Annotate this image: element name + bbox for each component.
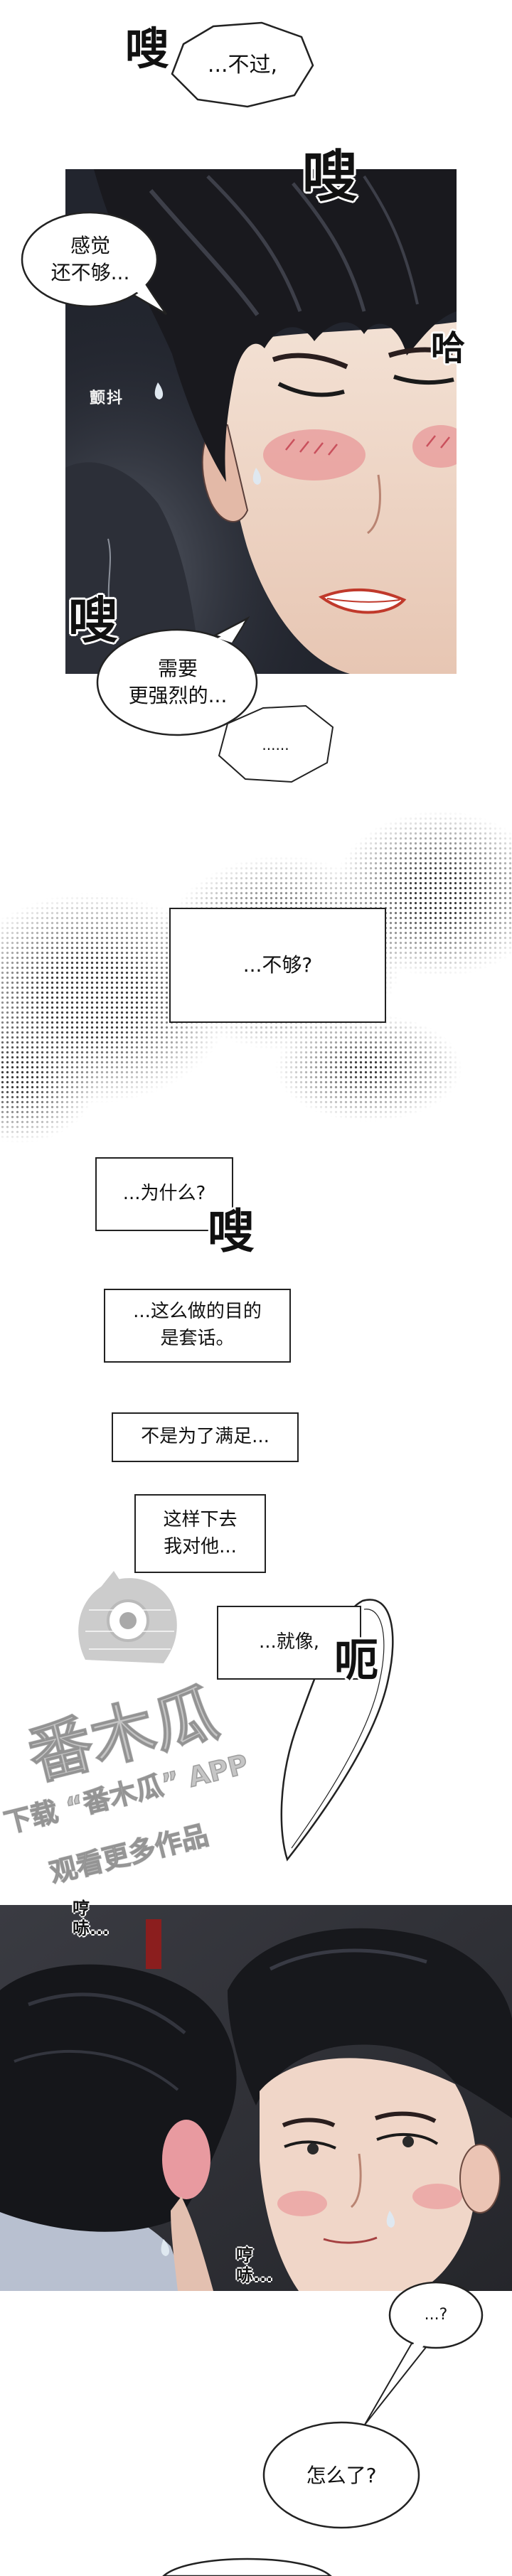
bubble-line: 还不够... <box>50 261 130 284</box>
narration-box-not-enough: ...不够? <box>169 908 386 1023</box>
narration-line: ...不够? <box>242 952 313 977</box>
pant-char: 哼 <box>236 2245 253 2265</box>
speech-bubble-question: ...? <box>356 2278 491 2427</box>
sfx-uh: 呃 <box>334 1634 379 1686</box>
bubble-outline <box>364 2281 484 2425</box>
sfx-whoosh-bottom: 嗖 <box>68 591 118 650</box>
narration-box-just-like: ...就像, <box>217 1606 361 1680</box>
sfx-whoosh-intro: 嗖 <box>125 23 170 75</box>
bubble-line: 感觉 <box>70 234 110 258</box>
bubble-text: ...... <box>262 736 289 753</box>
narration-line: 不是为了满足... <box>141 1426 270 1448</box>
speech-bubble-whats-wrong: 怎么了? <box>262 2420 421 2531</box>
narration-box-going-on: 这样下去 我对他... <box>134 1494 266 1573</box>
narration-box-purpose: ...这么做的目的 是套话。 <box>104 1289 291 1363</box>
watermark-mascot-logo <box>78 1571 177 1663</box>
narration-line: ...为什么? <box>122 1183 206 1205</box>
pant-char: 哧... <box>73 1918 110 1938</box>
bubble-line: 需要 <box>157 657 198 681</box>
speech-bubble-need-stronger: 需要 更强烈的... <box>95 616 266 738</box>
panel-two-men <box>0 1905 512 2291</box>
bubble-text: 感觉 还不够... <box>23 215 158 304</box>
sfx-ha: 哈 <box>431 328 466 368</box>
speech-bubble-but: ...不过, <box>168 21 317 110</box>
narration-box-why: ...为什么? <box>95 1157 233 1231</box>
speech-bubble-ellipsis: ...... <box>213 702 338 788</box>
pant-char: 哧... <box>236 2265 273 2285</box>
sfx-tremble: 颤抖 <box>90 390 124 407</box>
sfx-whoosh-why: 嗖 <box>208 1204 255 1259</box>
narration-line: ...这么做的目的 <box>133 1301 262 1323</box>
speech-bubble-partial-next <box>162 2558 332 2576</box>
narration-box-not-satisfy: 不是为了满足... <box>112 1412 299 1462</box>
bubble-text: ...? <box>424 2306 448 2324</box>
bubble-text: ...不过, <box>207 53 278 78</box>
narration-line: 是套话。 <box>160 1328 235 1349</box>
narration-line: ...就像, <box>258 1631 320 1653</box>
bubble-outline <box>21 211 168 316</box>
panel-blushing-face <box>65 169 457 674</box>
sfx-whoosh-top: 嗖 <box>302 145 358 209</box>
narration-line: 我对他... <box>164 1535 237 1557</box>
bubble-outline <box>171 21 314 108</box>
bubble-outline <box>262 2421 420 2529</box>
bubble-text: 需要 更强烈的... <box>100 633 256 732</box>
bubble-outline <box>96 616 258 736</box>
sfx-panting-top: 哼 哧... <box>73 1899 109 1938</box>
panel-art <box>0 1905 512 2291</box>
speech-bubble-not-enough: 感觉 还不够... <box>20 210 169 317</box>
panel-art <box>65 169 457 674</box>
sfx-panting-bottom: 哼 哧... <box>236 2245 273 2285</box>
pant-char: 哼 <box>73 1899 90 1918</box>
bubble-outline <box>218 704 334 783</box>
bubble-line: 更强烈的... <box>128 684 228 707</box>
narration-line: 这样下去 <box>163 1508 238 1530</box>
bubble-text: 怎么了? <box>306 2463 377 2487</box>
